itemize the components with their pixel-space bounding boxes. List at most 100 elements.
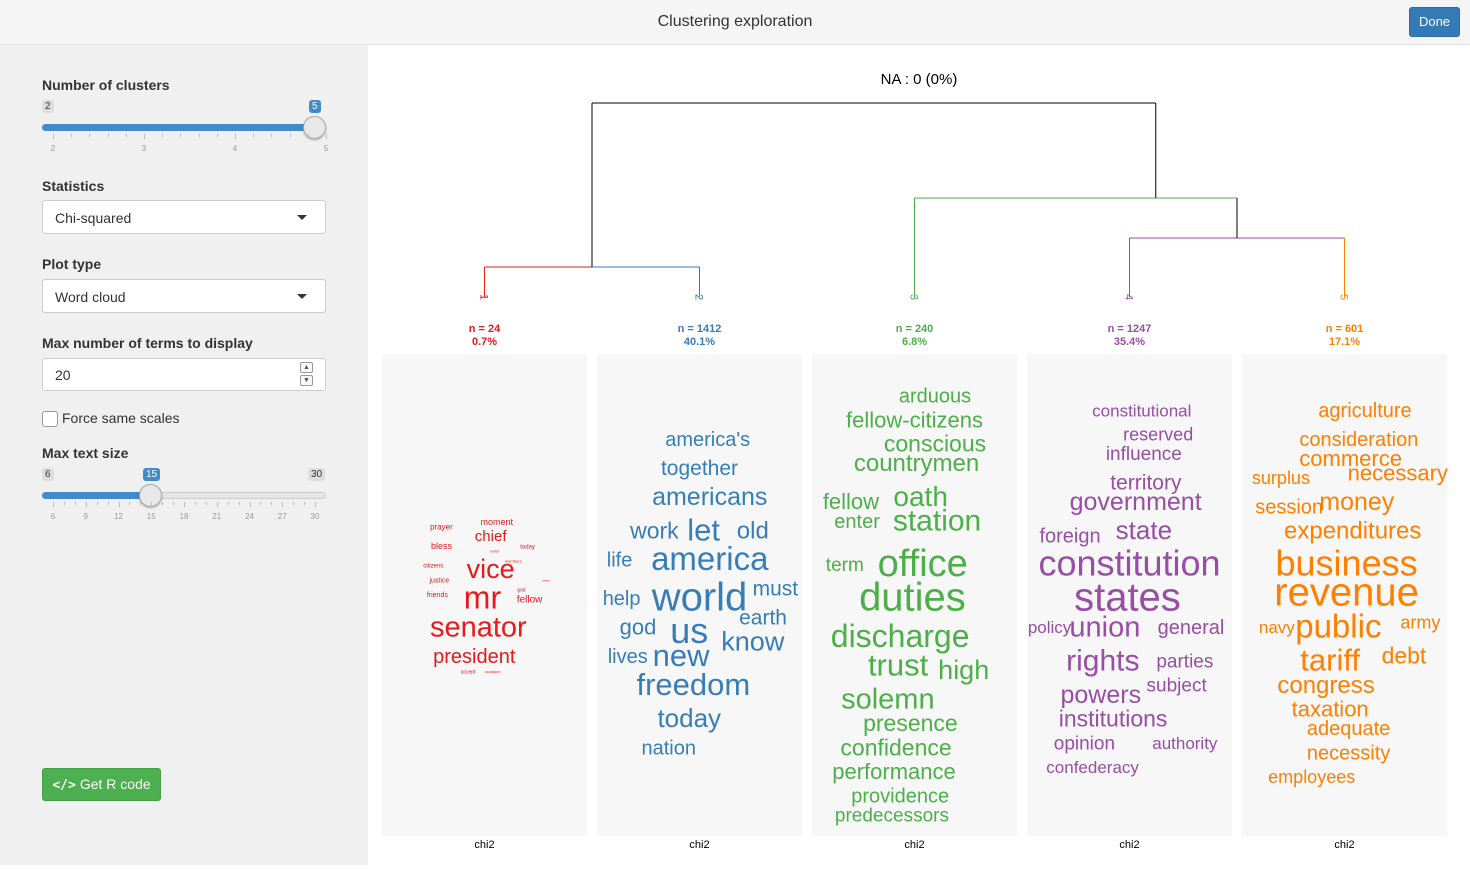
word-cloud-term: opinion bbox=[1054, 733, 1115, 754]
word-cloud-term: institutions bbox=[1059, 705, 1168, 731]
cluster-leaf-label: 1 bbox=[478, 294, 490, 300]
slider-handle[interactable] bbox=[303, 116, 326, 139]
slider-minor-tick bbox=[129, 502, 131, 505]
word-cloud-term: parties bbox=[1156, 651, 1213, 672]
word-cloud-term: confidence bbox=[840, 734, 951, 760]
word-cloud-term: chief bbox=[475, 528, 508, 545]
word-cloud-term: solemn bbox=[841, 684, 935, 716]
word-cloud-term: work bbox=[629, 517, 679, 543]
word-cloud-term: bless bbox=[431, 541, 453, 551]
slider-tick-label: 27 bbox=[277, 512, 287, 521]
word-cloud-term: general bbox=[1158, 617, 1225, 639]
word-cloud-term: term bbox=[826, 555, 864, 576]
word-cloud-term: new bbox=[653, 638, 710, 673]
word-cloud-term: authority bbox=[1152, 734, 1218, 753]
word-cloud-term: government bbox=[1070, 488, 1202, 516]
word-cloud-term: session bbox=[1255, 497, 1323, 519]
word-cloud-panel bbox=[597, 354, 802, 836]
slider-tick-label: 6 bbox=[50, 512, 56, 521]
slider-minor-tick bbox=[96, 502, 98, 505]
word-cloud-panel bbox=[812, 354, 1017, 836]
slider-minor-tick bbox=[307, 134, 309, 137]
word-cloud-term: must bbox=[753, 578, 799, 601]
slider-value: 15 bbox=[143, 468, 161, 481]
word-cloud-term: surplus bbox=[1252, 468, 1310, 488]
slider-minor-tick bbox=[74, 502, 76, 505]
slider-tick bbox=[315, 502, 316, 507]
slider-tick-label: 24 bbox=[245, 512, 254, 521]
word-cloud-term: life bbox=[607, 550, 633, 572]
word-cloud-term: freedom bbox=[636, 667, 750, 702]
word-cloud-term: countrymen bbox=[854, 450, 979, 477]
word-cloud-cluster-3: arduousfellow-citizensconsciouscountryme… bbox=[812, 354, 1017, 851]
word-cloud-term: duties bbox=[859, 575, 966, 619]
plot-type-select[interactable]: Word cloud bbox=[42, 279, 326, 313]
word-cloud-term: citizens bbox=[423, 564, 443, 570]
slider-minor-tick bbox=[63, 502, 65, 505]
word-cloud-term: us bbox=[670, 610, 708, 651]
force-same-scales-checkbox[interactable] bbox=[42, 411, 58, 427]
word-cloud-term: president bbox=[433, 646, 516, 668]
word-cloud-term: enter bbox=[834, 511, 880, 533]
slider-minor-tick bbox=[293, 502, 295, 505]
word-cloud-term: expenditures bbox=[1284, 518, 1421, 545]
slider-minor-tick bbox=[271, 502, 273, 505]
force-same-scales-label: Force same scales bbox=[62, 410, 180, 426]
word-cloud-term: constitutional bbox=[1092, 401, 1191, 420]
word-cloud-term: world bbox=[651, 575, 748, 619]
slider-minor-tick bbox=[289, 134, 291, 137]
statistics-label: Statistics bbox=[42, 178, 105, 194]
panel-stat-label: chi2 bbox=[1334, 839, 1354, 851]
gadget-title-bar: Clustering exploration Done bbox=[0, 0, 1470, 45]
slider-tick bbox=[216, 502, 218, 507]
slider-tick bbox=[144, 134, 145, 139]
word-cloud-term: god bbox=[620, 615, 657, 640]
slider-minor-tick bbox=[180, 134, 182, 137]
statistics-select[interactable]: Chi-squared bbox=[42, 200, 326, 234]
cluster-percent: 6.8% bbox=[902, 336, 927, 348]
word-cloud-term: reserved bbox=[1123, 425, 1193, 445]
slider-minor-tick bbox=[107, 502, 109, 505]
increment-icon[interactable]: ▲ bbox=[300, 362, 313, 373]
slider-min: 6 bbox=[42, 468, 54, 481]
slider-handle[interactable] bbox=[139, 484, 162, 507]
done-button[interactable]: Done bbox=[1409, 7, 1460, 37]
num-clusters-label: Number of clusters bbox=[42, 77, 170, 93]
slider-tick-label: 12 bbox=[114, 512, 123, 521]
word-cloud-term: fellow bbox=[823, 489, 879, 514]
word-cloud-term: lives bbox=[608, 646, 648, 668]
word-cloud-term: public bbox=[1295, 607, 1381, 644]
word-cloud-term: nation bbox=[642, 738, 697, 760]
plot-type-value: Word cloud bbox=[55, 289, 126, 305]
slider-minor-tick bbox=[238, 502, 240, 505]
get-r-code-label: Get R code bbox=[79, 776, 151, 792]
slider-tick-label: 30 bbox=[310, 512, 320, 521]
decrement-icon[interactable]: ▼ bbox=[300, 375, 313, 386]
word-cloud-term: necessary bbox=[1348, 460, 1448, 485]
cluster-size: n = 1247 bbox=[1108, 323, 1152, 335]
word-cloud-term: states bbox=[1074, 575, 1181, 619]
max-terms-value: 20 bbox=[55, 367, 71, 383]
word-cloud-term: performance bbox=[832, 759, 956, 784]
slider-minor-tick bbox=[125, 134, 127, 137]
word-cloud-term: old bbox=[737, 518, 769, 545]
cluster-size: n = 240 bbox=[896, 323, 934, 335]
slider-minor-tick bbox=[162, 502, 164, 505]
max-text-size-label: Max text size bbox=[42, 445, 129, 461]
word-cloud-term: policy bbox=[1028, 618, 1072, 637]
chevron-down-icon bbox=[297, 294, 307, 299]
slider-minor-tick bbox=[194, 502, 196, 505]
cluster-size: n = 24 bbox=[469, 323, 501, 335]
max-terms-input[interactable]: 20 ▲ ▼ bbox=[42, 358, 326, 391]
word-cloud-term: earth bbox=[739, 607, 787, 630]
get-r-code-button[interactable]: </>Get R code bbox=[42, 768, 161, 801]
cluster-leaf-label: 4 bbox=[1123, 294, 1135, 300]
word-cloud-term: let bbox=[687, 513, 720, 548]
word-cloud-term: fellow-citizens bbox=[846, 407, 983, 432]
word-cloud-term: arduous bbox=[899, 386, 971, 408]
slider-minor-tick bbox=[107, 134, 109, 137]
slider-tick bbox=[118, 502, 120, 507]
cluster-size: n = 601 bbox=[1326, 323, 1364, 335]
